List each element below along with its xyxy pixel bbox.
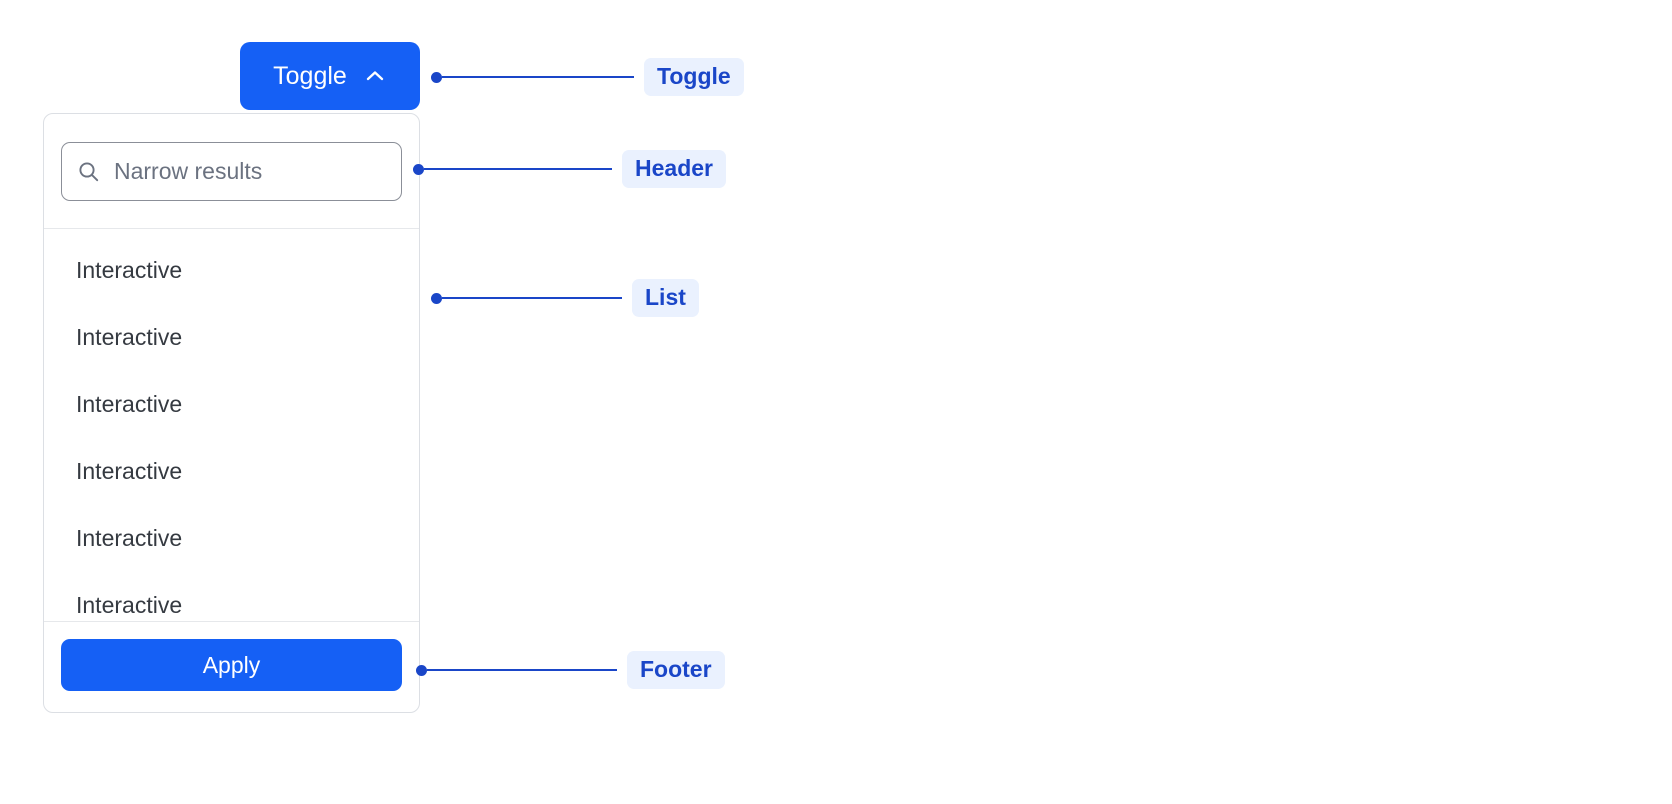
list-item[interactable]: Interactive xyxy=(44,572,419,621)
annotation-dot xyxy=(431,292,442,304)
list-item-label: Interactive xyxy=(76,391,183,417)
list-item[interactable]: Interactive xyxy=(44,438,419,505)
list-item-label: Interactive xyxy=(76,257,183,283)
search-icon xyxy=(76,159,102,185)
annotation-toggle: Toggle xyxy=(431,58,744,96)
list-item[interactable]: Interactive xyxy=(44,505,419,572)
annotation-line xyxy=(442,297,622,299)
list-item[interactable]: Interactive xyxy=(44,304,419,371)
annotation-label: List xyxy=(632,279,699,317)
apply-button[interactable]: Apply xyxy=(61,639,402,691)
list-item[interactable]: Interactive xyxy=(44,371,419,438)
list-item-label: Interactive xyxy=(76,525,183,551)
annotation-list: List xyxy=(431,279,699,317)
annotation-label: Toggle xyxy=(644,58,744,96)
list-item-label: Interactive xyxy=(76,324,183,350)
annotation-line xyxy=(424,168,612,170)
list-item-label: Interactive xyxy=(76,458,183,484)
dropdown-panel: Interactive Interactive Interactive Inte… xyxy=(43,113,420,713)
panel-footer: Apply xyxy=(44,622,419,712)
annotation-dot xyxy=(431,71,442,83)
list-item[interactable]: Interactive xyxy=(44,237,419,304)
annotation-footer: Footer xyxy=(416,651,725,689)
toggle-button[interactable]: Toggle xyxy=(240,42,420,110)
annotation-label: Footer xyxy=(627,651,725,689)
annotation-line xyxy=(442,76,634,78)
search-box[interactable] xyxy=(61,142,410,201)
list-item-label: Interactive xyxy=(76,592,183,618)
panel-header xyxy=(44,114,419,229)
annotation-label: Header xyxy=(622,150,726,188)
search-input[interactable] xyxy=(114,143,410,200)
annotation-header: Header xyxy=(413,150,726,188)
chevron-up-icon xyxy=(363,64,387,88)
toggle-button-label: Toggle xyxy=(273,61,347,90)
annotation-line xyxy=(427,669,617,671)
annotation-dot xyxy=(416,664,427,676)
annotation-dot xyxy=(413,163,424,175)
panel-list: Interactive Interactive Interactive Inte… xyxy=(44,229,419,622)
